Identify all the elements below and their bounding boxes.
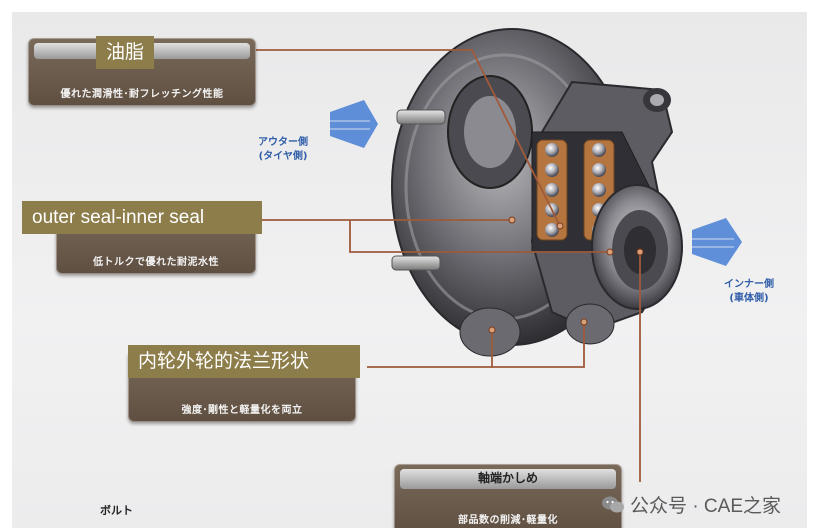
diagram-stage: 優れた潤滑性･耐フレッチング性能 低トルクで優れた耐泥水性 強度･剛性と軽量化を…: [12, 12, 807, 528]
seal-label: outer seal-inner seal: [22, 201, 262, 234]
outer-side-label: アウター側 (タイヤ側): [248, 136, 318, 164]
hub-bearing-illustration: [255, 28, 742, 482]
wechat-icon: [602, 496, 625, 514]
watermark-text: 公众号 · CAE之家: [630, 496, 781, 517]
flange-callout-text: 強度･剛性と軽量化を両立: [181, 405, 303, 416]
inner-side-label: インナー側 (車体側): [714, 278, 784, 306]
grease-label: 油脂: [96, 36, 155, 69]
outer-side-line2: (タイヤ側): [258, 151, 308, 162]
flange-label: 内轮外轮的法兰形状: [128, 345, 360, 378]
callout-header-bar: [400, 469, 616, 489]
watermark: 公众号 · CAE之家: [602, 491, 781, 518]
seal-callout-text: 低トルクで優れた耐泥水性: [93, 257, 219, 268]
caulking-callout-text: 部品数の削減･軽量化: [458, 515, 558, 526]
caulking-callout-title: 軸端かしめ: [477, 471, 538, 485]
bolt-label: ボルト: [100, 504, 133, 517]
grease-callout-text: 優れた潤滑性･耐フレッチング性能: [60, 89, 224, 100]
inner-side-line2: (車体側): [729, 293, 769, 304]
outer-side-line1: アウター側: [258, 137, 308, 148]
inner-side-line1: インナー側: [724, 279, 774, 290]
caulking-callout: 軸端かしめ 部品数の削減･軽量化: [394, 464, 622, 528]
